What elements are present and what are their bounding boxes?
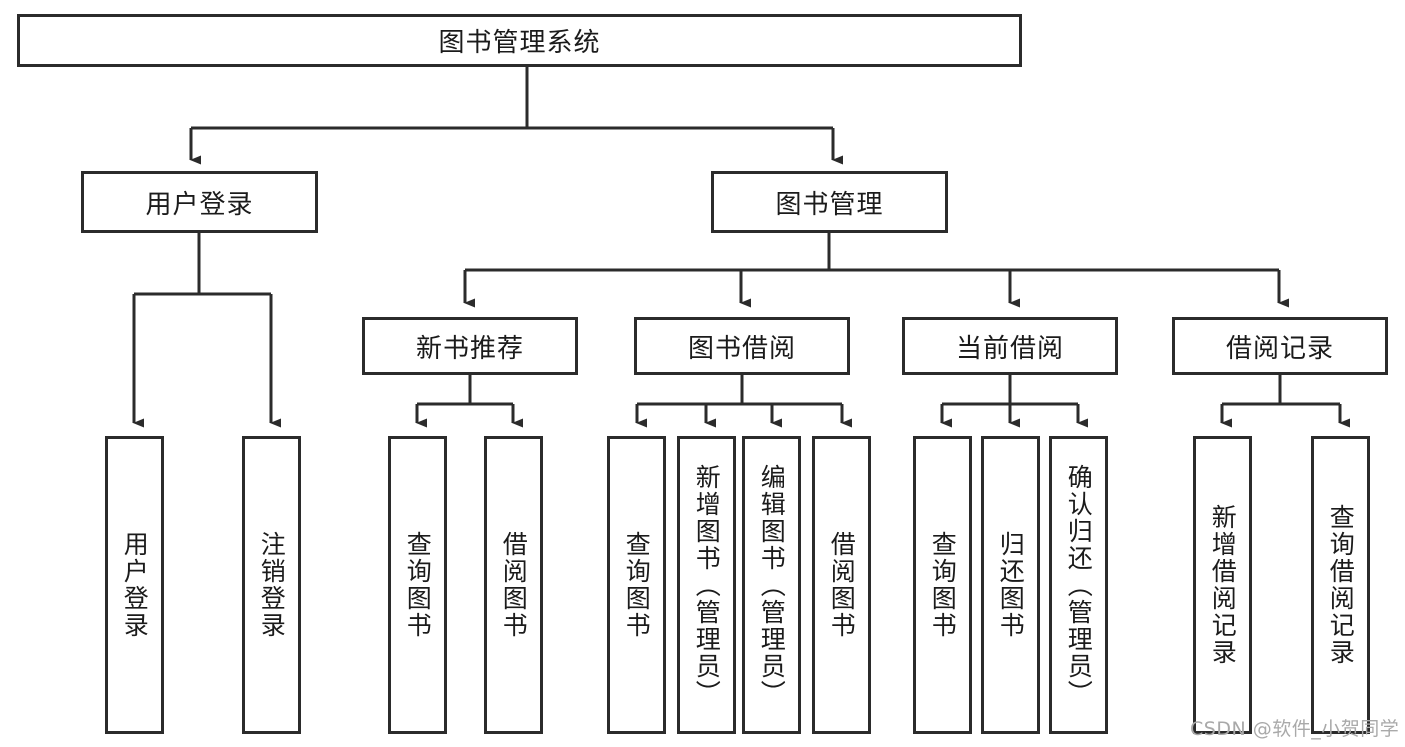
node-label: 归还图书 (996, 531, 1026, 639)
node-label: 用户登录 (120, 531, 150, 639)
leaf-query-book-current[interactable]: 查询图书 (913, 436, 972, 734)
node-root-system[interactable]: 图书管理系统 (17, 14, 1022, 67)
leaf-borrow-book-newbook[interactable]: 借阅图书 (484, 436, 543, 734)
node-label: 当前借阅 (955, 333, 1064, 364)
node-label: 用户登录 (145, 189, 254, 220)
watermark-text: CSDN @软件_小贺同学 (1190, 718, 1400, 740)
node-new-book-recommendation[interactable]: 新书推荐 (362, 317, 578, 375)
node-label: 编辑图书（管理员） (757, 463, 787, 707)
node-label: 查询图书 (403, 531, 433, 639)
leaf-confirm-return-admin[interactable]: 确认归还（管理员） (1049, 436, 1108, 734)
node-label: 新书推荐 (415, 333, 524, 364)
node-label: 查询图书 (928, 531, 958, 639)
node-label: 注销登录 (257, 531, 287, 639)
node-book-management[interactable]: 图书管理 (711, 171, 948, 233)
node-label: 查询图书 (622, 531, 652, 639)
node-label: 图书管理系统 (438, 28, 601, 58)
leaf-return-book[interactable]: 归还图书 (981, 436, 1040, 734)
leaf-add-borrowing-record[interactable]: 新增借阅记录 (1193, 436, 1252, 734)
leaf-query-book-borrowing[interactable]: 查询图书 (607, 436, 666, 734)
node-borrowing-record[interactable]: 借阅记录 (1172, 317, 1388, 375)
leaf-query-book-newbook[interactable]: 查询图书 (388, 436, 447, 734)
leaf-query-borrowing-record[interactable]: 查询借阅记录 (1311, 436, 1370, 734)
node-label: 新增图书（管理员） (692, 463, 722, 707)
leaf-add-book-admin[interactable]: 新增图书（管理员） (677, 436, 736, 734)
node-label: 查询借阅记录 (1326, 504, 1356, 666)
node-label: 新增借阅记录 (1208, 504, 1238, 666)
leaf-logout[interactable]: 注销登录 (242, 436, 301, 734)
node-user-login[interactable]: 用户登录 (81, 171, 318, 233)
node-label: 借阅图书 (499, 531, 529, 639)
leaf-borrow-book-borrowing[interactable]: 借阅图书 (812, 436, 871, 734)
leaf-edit-book-admin[interactable]: 编辑图书（管理员） (742, 436, 801, 734)
node-label: 图书借阅 (687, 333, 796, 364)
leaf-user-login[interactable]: 用户登录 (105, 436, 164, 734)
node-label: 借阅记录 (1225, 333, 1334, 364)
node-label: 借阅图书 (827, 531, 857, 639)
node-book-borrowing[interactable]: 图书借阅 (634, 317, 850, 375)
node-current-borrowing[interactable]: 当前借阅 (902, 317, 1118, 375)
node-label: 图书管理 (775, 189, 884, 220)
node-label: 确认归还（管理员） (1064, 463, 1094, 707)
